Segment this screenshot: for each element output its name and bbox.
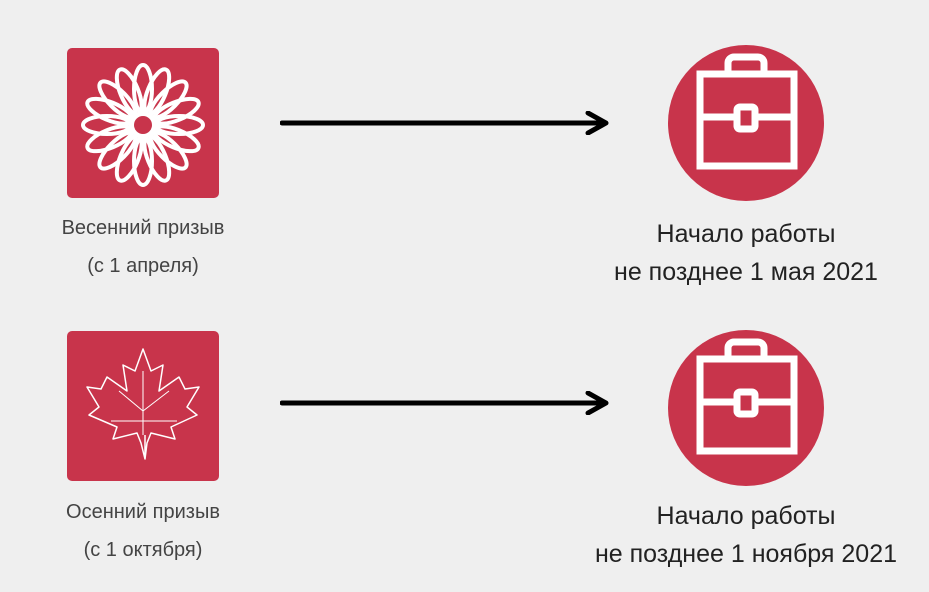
result-deadline: не позднее 1 мая 2021 xyxy=(614,258,878,286)
spring-result: Начало работы не позднее 1 мая 2021 xyxy=(546,215,929,291)
arrow-icon xyxy=(280,391,609,415)
autumn-date: (с 1 октября) xyxy=(83,539,203,561)
arrow-icon xyxy=(280,111,609,135)
briefcase-icon xyxy=(696,338,798,455)
autumn-icon-tile xyxy=(67,331,219,481)
spring-date: (с 1 апреля) xyxy=(87,255,199,277)
briefcase-icon xyxy=(696,53,798,170)
result-title: Начало работы xyxy=(656,220,836,248)
autumn-label: Осенний призыв (с 1 октября) xyxy=(23,493,263,569)
spring-label: Весенний призыв (с 1 апреля) xyxy=(23,209,263,285)
result-title: Начало работы xyxy=(656,502,836,530)
work-icon-circle xyxy=(668,45,824,201)
autumn-result: Начало работы не позднее 1 ноября 2021 xyxy=(546,497,929,573)
spring-icon-tile xyxy=(67,48,219,198)
work-icon-circle xyxy=(668,330,824,486)
autumn-title: Осенний призыв xyxy=(66,501,220,523)
maple-leaf-icon xyxy=(86,348,200,460)
flower-icon xyxy=(81,63,205,187)
result-deadline: не позднее 1 ноября 2021 xyxy=(594,540,897,568)
spring-title: Весенний призыв xyxy=(61,217,225,239)
